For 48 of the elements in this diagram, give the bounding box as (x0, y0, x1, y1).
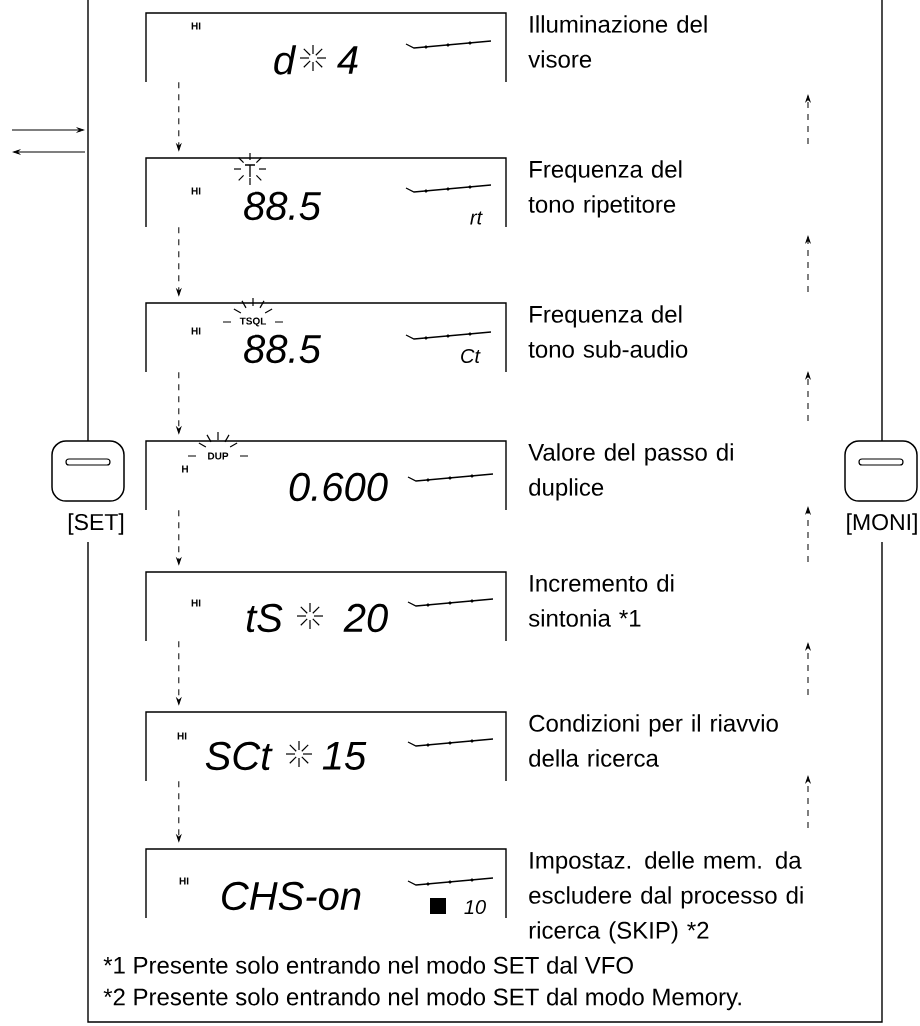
node-label: HI (191, 599, 201, 607)
footnote-text: *1 Presente solo entrando nel modo SET dal VFO (103, 956, 633, 974)
lcd-display: TSQL HI 88.5 Ct (145, 297, 507, 373)
node-label: 4 (337, 46, 358, 74)
arrow (176, 640, 182, 705)
node-label: SCt (205, 741, 273, 771)
description-text: Incremento di sintonia *1 (528, 574, 674, 627)
arrow (176, 226, 182, 296)
node-label: [MONI] (847, 513, 917, 535)
node-label: TSQL (239, 317, 267, 327)
node-label: 15 (322, 742, 367, 770)
description-text: Condizioni per il riavvio della ricerca (529, 714, 778, 767)
node-label: HI (179, 877, 189, 885)
lcd-display: HI 88.5 rt (145, 152, 507, 228)
node-label: H (182, 465, 188, 473)
node-label: [SET] (68, 513, 124, 535)
push-button: [SET] (51, 440, 126, 536)
description-text: Impostaz. delle mem. da escludere dal processo di ricerca (SKIP) *2 (529, 851, 803, 944)
lcd-display: HI d 4 (145, 12, 507, 83)
node-label: 0.600 (289, 472, 388, 502)
node-label: HI (177, 732, 187, 740)
node-label: d (274, 45, 297, 75)
description-text: Illuminazione del visore (528, 15, 707, 68)
description-text: Frequenza del tono sub-audio (528, 305, 688, 358)
footnote-text: *2 Presente solo entrando nel modo SET dal modo Memory. (103, 987, 741, 1011)
description-text: Frequenza del tono ripetitore (528, 160, 682, 218)
node-label: HI (191, 22, 201, 30)
arrow (176, 780, 182, 842)
arrow (176, 371, 182, 434)
node-label: tS (246, 603, 283, 633)
description-text: Valore del passo di duplice (528, 443, 733, 501)
arrow (176, 509, 182, 565)
arrow (176, 81, 182, 151)
node-label: 88.5 (244, 191, 322, 221)
node-label: 20 (343, 603, 388, 633)
node-label: HI (191, 187, 201, 195)
push-button: [MONI] (844, 440, 920, 536)
node-label: rt (470, 211, 483, 225)
node-label: CHS-on (222, 881, 361, 911)
lcd-display: HI SCt 15 (145, 711, 507, 782)
node-label: 10 (464, 899, 486, 915)
node-label: HI (191, 327, 201, 335)
node-label: DUP (208, 452, 229, 460)
lcd-display: HI tS 20 (145, 571, 507, 642)
lcd-display: DUP H 0.600 (145, 431, 507, 511)
node-label: 88.5 (244, 334, 322, 364)
node-label: Ct (461, 348, 481, 364)
lcd-display: HI CHS-on 10 (145, 848, 507, 919)
